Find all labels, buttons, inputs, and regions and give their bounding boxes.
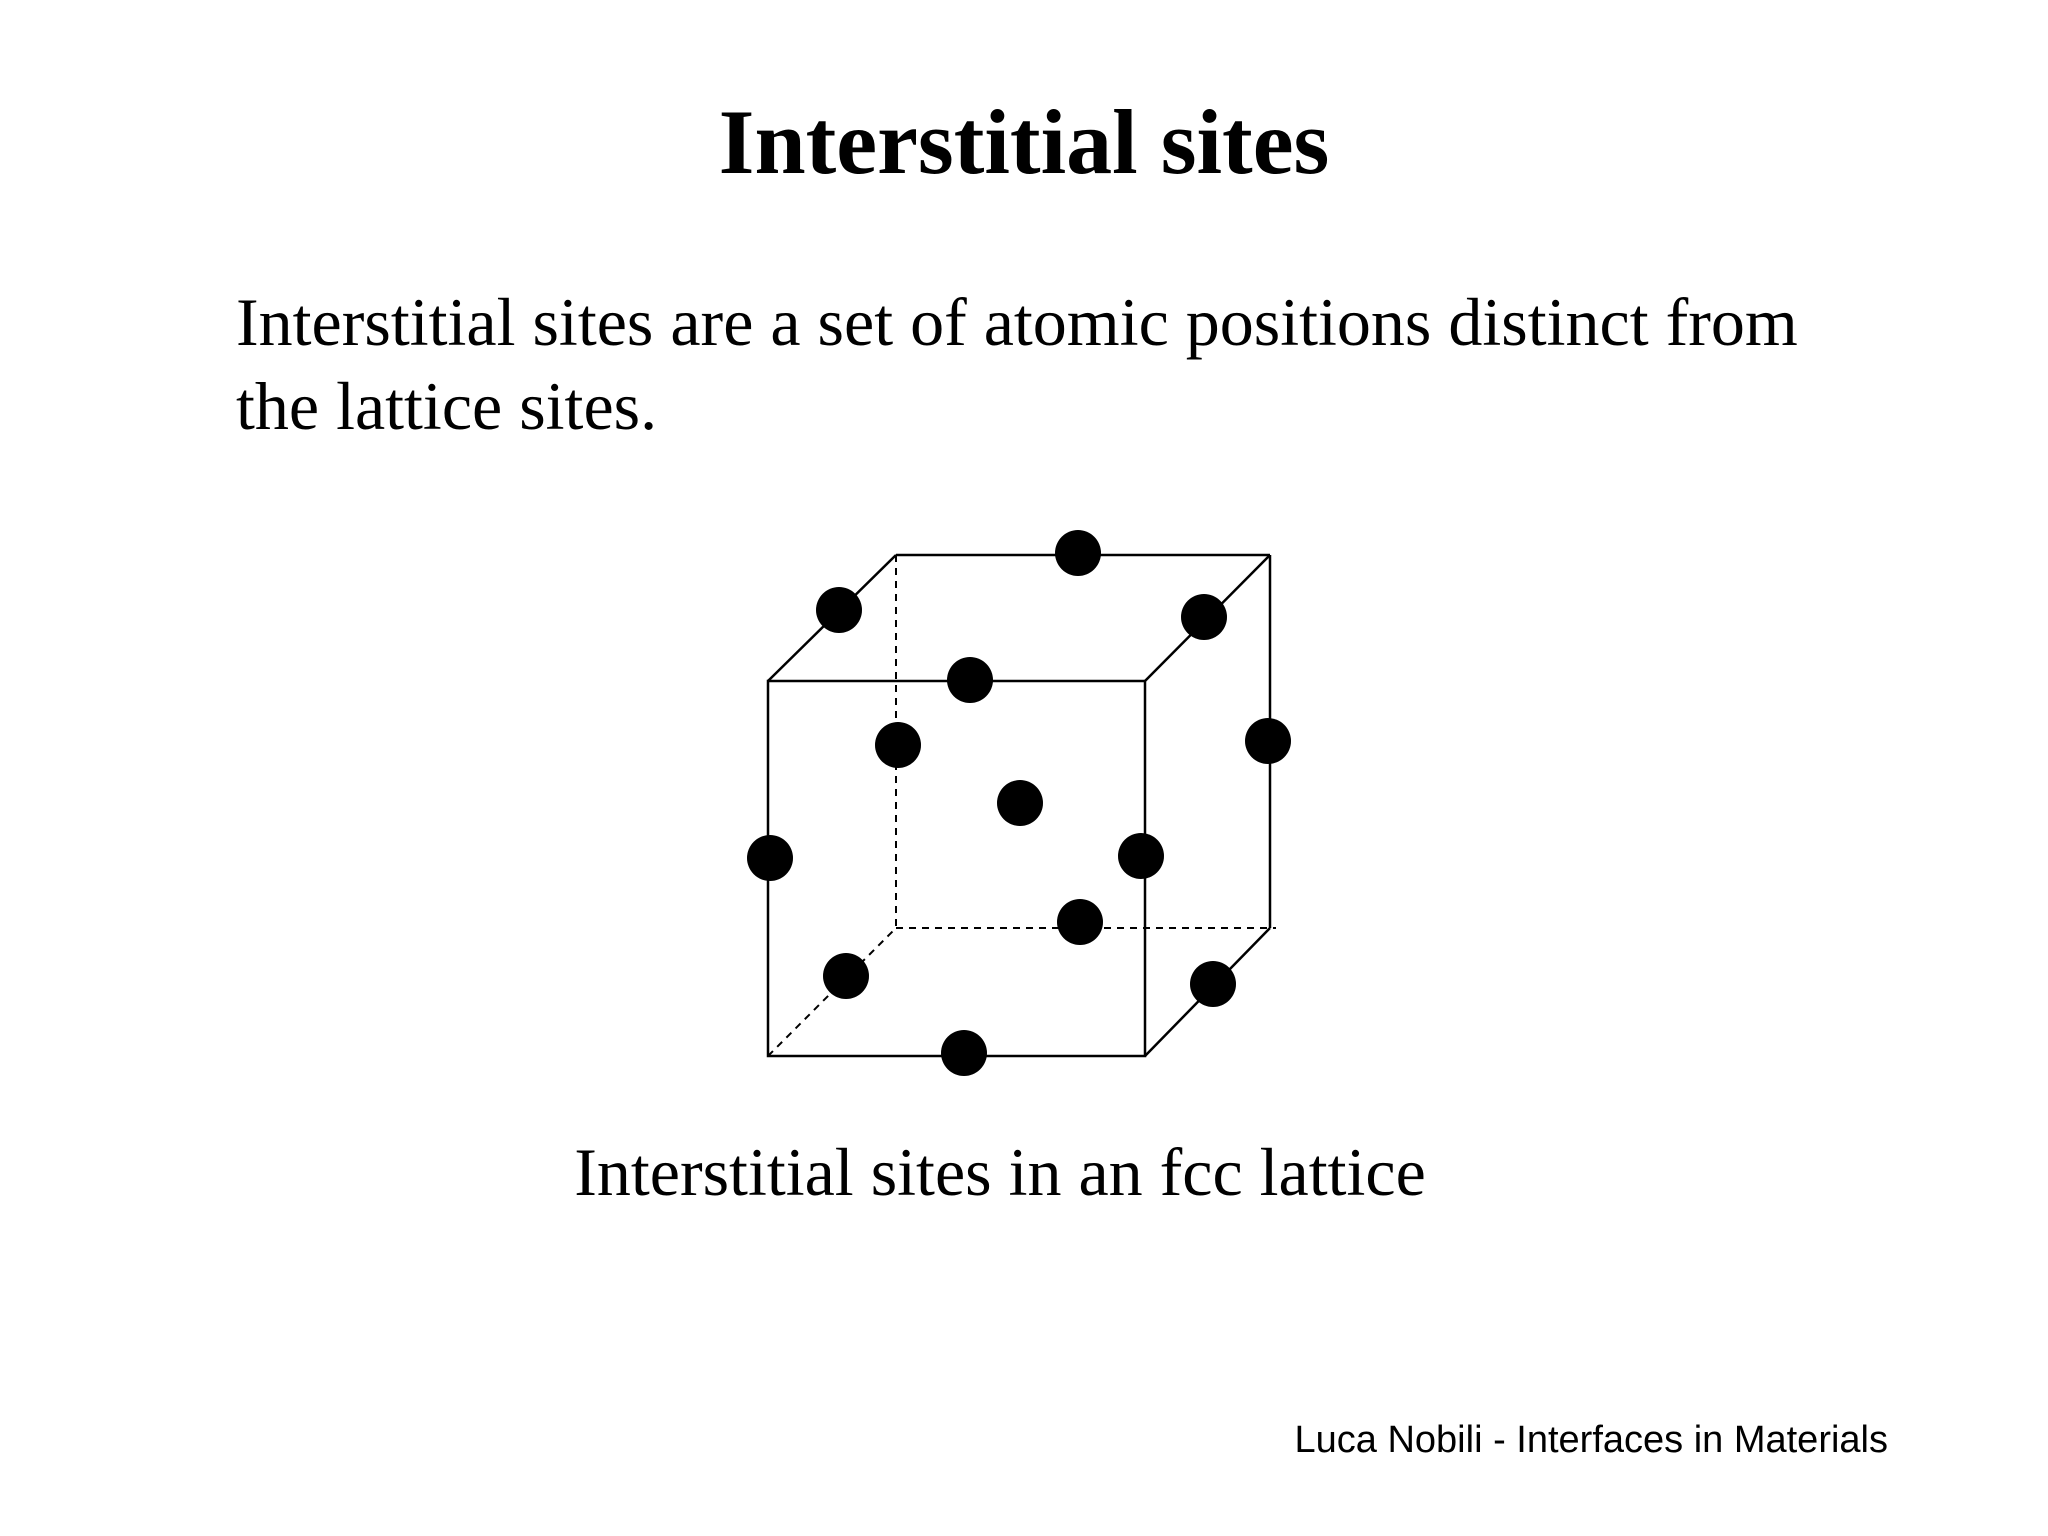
slide-title: Interstitial sites: [718, 91, 1330, 193]
slide-body-text: Interstitial sites are a set of atomic p…: [236, 284, 1798, 444]
interstitial-site: [875, 722, 921, 768]
interstitial-site-center: [997, 780, 1043, 826]
interstitial-site: [747, 835, 793, 881]
interstitial-site: [823, 953, 869, 999]
interstitial-site: [1181, 594, 1227, 640]
interstitial-site: [947, 657, 993, 703]
interstitial-sites: [747, 530, 1291, 1076]
cube-hidden-depth-edge: [767, 927, 897, 1057]
interstitial-site: [1118, 833, 1164, 879]
interstitial-site: [816, 587, 862, 633]
interstitial-site: [941, 1030, 987, 1076]
interstitial-site: [1055, 530, 1101, 576]
interstitial-site: [1245, 718, 1291, 764]
slide-footer: Luca Nobili - Interfaces in Materials: [1294, 1419, 1888, 1461]
interstitial-site: [1057, 899, 1103, 945]
diagram-caption: Interstitial sites in an fcc lattice: [574, 1134, 1426, 1210]
interstitial-site: [1190, 961, 1236, 1007]
